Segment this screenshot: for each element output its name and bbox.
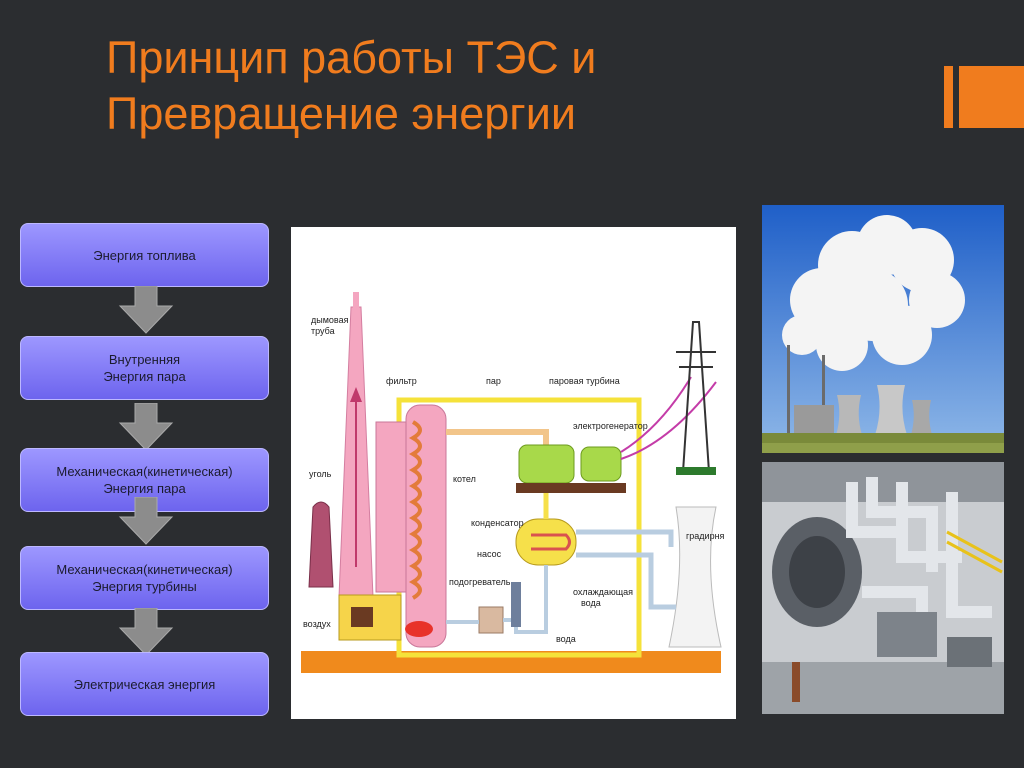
flow-step-text: Энергия турбины [92, 579, 197, 594]
flow-step-text: Внутренняя [108, 352, 181, 367]
flow-step-text: Механическая(кинетическая) [56, 464, 233, 479]
label-chimney: дымовая [311, 315, 349, 325]
hall-ceiling [762, 462, 1004, 502]
heater [478, 606, 504, 634]
generator-unit [947, 637, 992, 667]
flow-step-text: Механическая(кинетическая) [56, 562, 233, 577]
flow-step-text: Энергия пара [103, 481, 186, 496]
label-chimney: труба [311, 326, 335, 336]
accent-bar-thin [944, 66, 953, 128]
chimney-stack [822, 355, 825, 435]
pump [511, 582, 521, 627]
valve [792, 662, 800, 702]
cooling-water-pipe [576, 529, 674, 547]
filter [375, 421, 407, 593]
cooling-tower [875, 385, 907, 435]
turbine-casing-inner [789, 536, 845, 608]
hall-floor [762, 662, 1004, 714]
flame [405, 621, 433, 637]
title-line-2: Превращение энергии [106, 88, 576, 139]
generator [580, 446, 622, 482]
smoke-arrow-head [350, 387, 362, 402]
steam-clouds [782, 215, 965, 371]
down-arrow-icon [118, 497, 174, 545]
feedwater-pipe [446, 565, 548, 634]
condenser [515, 518, 577, 566]
power-line [620, 376, 692, 453]
field-near [762, 443, 1004, 453]
steam-turbine [518, 444, 575, 484]
steam-pipe [446, 429, 549, 447]
label-air: воздух [303, 619, 331, 629]
photo-cooling-towers [762, 205, 1004, 453]
coal-grate [351, 607, 373, 627]
condenser-coil [531, 533, 571, 551]
power-plant-schematic: дымовая труба фильтр пар паровая турбина… [291, 227, 736, 719]
label-cooling-tower: градирня [686, 531, 725, 541]
label-boiler: котел [453, 474, 476, 484]
down-arrow-icon [118, 403, 174, 451]
label-filter: фильтр [386, 376, 417, 386]
power-line [620, 381, 717, 460]
flow-step-mechanical-turbine-energy: Механическая(кинетическая) Энергия турбин… [20, 546, 269, 610]
label-turbine: паровая турбина [549, 376, 620, 386]
boiler [405, 404, 447, 648]
cooling-tower [836, 395, 862, 435]
cooling-tower [911, 400, 932, 435]
tower-base [676, 467, 716, 475]
plant-building [794, 405, 834, 435]
flow-step-fuel-energy: Энергия топлива [20, 223, 269, 287]
down-arrow-icon [118, 286, 174, 334]
photo-turbine-hall [762, 462, 1004, 714]
turbine-unit [877, 612, 937, 657]
flow-step-text: Энергия пара [103, 369, 186, 384]
label-cooling-water: вода [581, 598, 601, 608]
turbine-foundation [516, 483, 626, 493]
cooling-tower [668, 506, 722, 648]
slide-title: Принцип работы ТЭС и Превращение энергии [106, 30, 746, 142]
cooling-water-return-pipe [576, 552, 676, 610]
label-coal: уголь [309, 469, 332, 479]
label-generator: электрогенератор [573, 421, 648, 431]
flow-step-electric-energy: Электрическая энергия [20, 652, 269, 716]
boiler-coil [408, 420, 422, 600]
label-condenser: конденсатор [471, 518, 524, 528]
yellow-railing [946, 530, 1003, 574]
title-line-1: Принцип работы ТЭС и [106, 32, 597, 83]
chimney-top [353, 292, 359, 310]
chimney-stack [787, 345, 790, 435]
label-steam: пар [486, 376, 501, 386]
steam-pipes [846, 477, 992, 652]
label-pump: насос [477, 549, 502, 559]
accent-bar-wide [959, 66, 1024, 128]
label-heater: подогреватель [449, 577, 511, 587]
flow-step-text: Энергия топлива [93, 247, 196, 263]
flow-step-text: Электрическая энергия [73, 676, 216, 692]
coal-hopper [308, 501, 334, 588]
label-cooling-water: охлаждающая [573, 587, 633, 597]
down-arrow-icon [118, 608, 174, 656]
label-water: вода [556, 634, 576, 644]
